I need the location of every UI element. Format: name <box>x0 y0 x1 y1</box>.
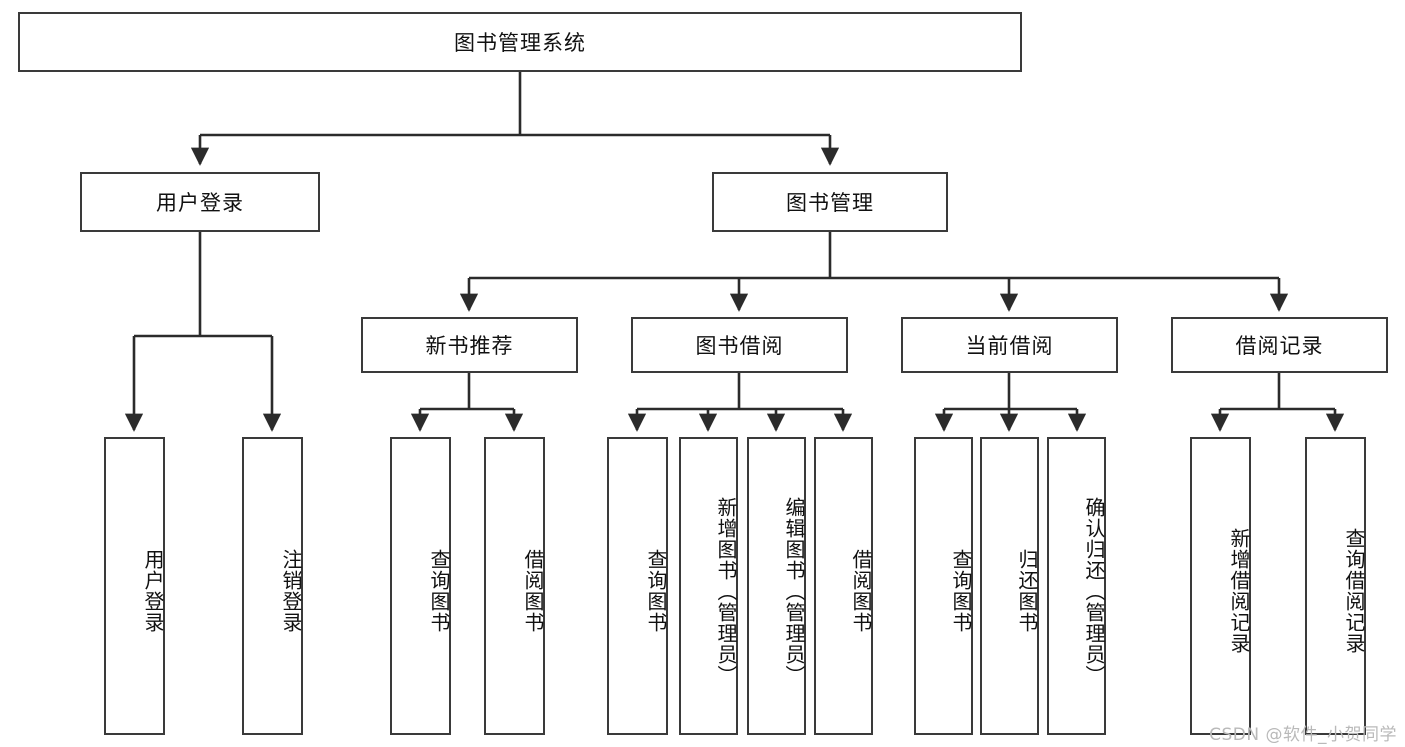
node-label: 借阅图书 <box>849 549 873 633</box>
node-label: 查询图书 <box>644 549 668 633</box>
node-label: 编辑图书（管理员） <box>782 496 806 686</box>
leaf-borrow-add-book[interactable]: 新增图书（管理员） <box>679 437 738 735</box>
node-borrow-record[interactable]: 借阅记录 <box>1171 317 1388 373</box>
leaf-recommend-borrow-book[interactable]: 借阅图书 <box>484 437 545 735</box>
node-label: 借阅图书 <box>521 549 545 633</box>
node-label: 查询图书 <box>949 549 973 633</box>
node-label: 新增图书（管理员） <box>714 496 738 686</box>
node-user-login[interactable]: 用户登录 <box>80 172 320 232</box>
csdn-watermark: CSDN @软件_小贺同学 <box>1209 725 1397 745</box>
node-label: 查询图书 <box>427 549 451 633</box>
node-root-system[interactable]: 图书管理系统 <box>18 12 1022 72</box>
node-label: 确认归还（管理员） <box>1082 496 1106 686</box>
node-label: 当前借阅 <box>965 334 1054 358</box>
leaf-current-return-book[interactable]: 归还图书 <box>980 437 1039 735</box>
node-book-management[interactable]: 图书管理 <box>712 172 948 232</box>
leaf-record-query-record[interactable]: 查询借阅记录 <box>1305 437 1366 735</box>
leaf-user-login[interactable]: 用户登录 <box>104 437 165 735</box>
node-new-book-recommend[interactable]: 新书推荐 <box>361 317 578 373</box>
node-label: 用户登录 <box>156 191 244 215</box>
node-label: 借阅记录 <box>1235 334 1324 358</box>
node-label: 注销登录 <box>279 549 303 633</box>
node-label: 用户登录 <box>141 549 165 633</box>
node-book-borrow[interactable]: 图书借阅 <box>631 317 848 373</box>
node-label: 查询借阅记录 <box>1342 528 1366 654</box>
node-label: 新书推荐 <box>425 334 514 358</box>
node-label: 新增借阅记录 <box>1227 528 1251 654</box>
node-label: 图书管理 <box>786 191 874 215</box>
leaf-logout[interactable]: 注销登录 <box>242 437 303 735</box>
leaf-current-query-book[interactable]: 查询图书 <box>914 437 973 735</box>
node-current-borrow[interactable]: 当前借阅 <box>901 317 1118 373</box>
leaf-borrow-query-book[interactable]: 查询图书 <box>607 437 668 735</box>
leaf-record-add-record[interactable]: 新增借阅记录 <box>1190 437 1251 735</box>
leaf-current-confirm-return[interactable]: 确认归还（管理员） <box>1047 437 1106 735</box>
leaf-borrow-edit-book[interactable]: 编辑图书（管理员） <box>747 437 806 735</box>
node-label: 归还图书 <box>1015 549 1039 633</box>
node-label: 图书借阅 <box>695 334 784 358</box>
node-label: 图书管理系统 <box>454 31 586 55</box>
leaf-borrow-borrow-book[interactable]: 借阅图书 <box>814 437 873 735</box>
leaf-recommend-query-book[interactable]: 查询图书 <box>390 437 451 735</box>
